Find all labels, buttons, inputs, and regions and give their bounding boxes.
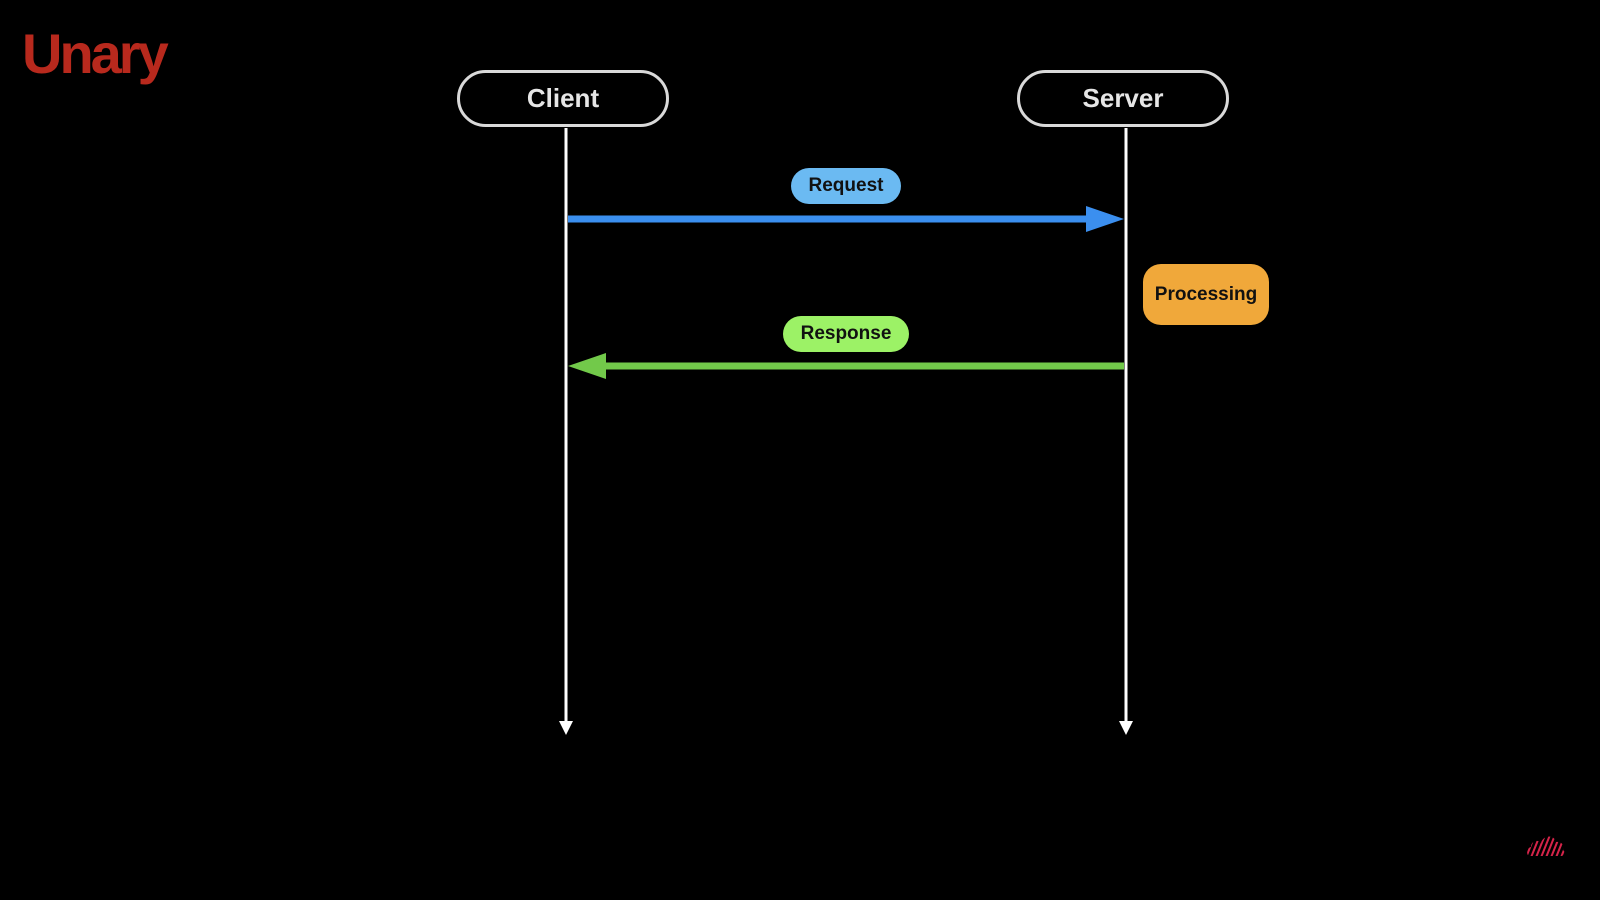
slide-title: Unary xyxy=(22,22,169,85)
lifeline-server-arrowhead xyxy=(1119,721,1133,735)
actor-server: Server xyxy=(1017,70,1229,127)
processing-note: Processing xyxy=(1143,264,1269,325)
red-striped-cloud-icon xyxy=(1527,836,1565,856)
request-arrowhead xyxy=(1086,206,1124,232)
request-label: Request xyxy=(791,168,901,204)
response-arrowhead xyxy=(568,353,606,379)
actor-client: Client xyxy=(457,70,669,127)
lifeline-client-arrowhead xyxy=(559,721,573,735)
response-label: Response xyxy=(783,316,909,352)
